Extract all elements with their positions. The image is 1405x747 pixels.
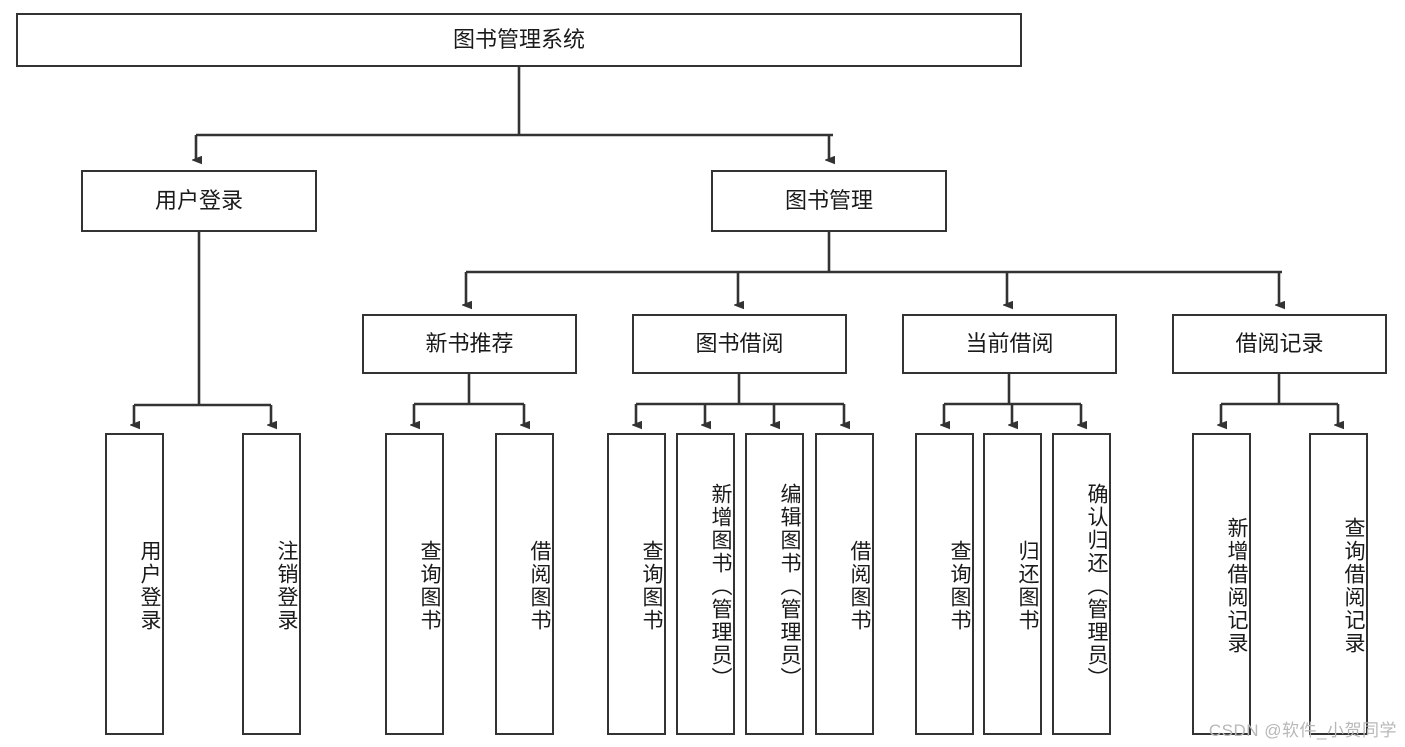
node-label: 借阅图书 bbox=[848, 540, 871, 632]
leaf-recommend-query-book[interactable]: 查询图书 bbox=[385, 433, 444, 735]
node-label: 新增图书（管理员） bbox=[709, 482, 732, 690]
node-label: 新书推荐 bbox=[425, 330, 514, 356]
leaf-borrow-query-book[interactable]: 查询图书 bbox=[607, 433, 666, 735]
node-label: 新增借阅记录 bbox=[1225, 517, 1248, 655]
leaf-borrow-edit-book-admin[interactable]: 编辑图书（管理员） bbox=[745, 433, 804, 735]
node-user-login[interactable]: 用户登录 bbox=[81, 170, 317, 232]
node-book-borrow[interactable]: 图书借阅 bbox=[632, 314, 847, 374]
leaf-borrow-borrow-book[interactable]: 借阅图书 bbox=[815, 433, 874, 735]
leaf-record-query-record[interactable]: 查询借阅记录 bbox=[1309, 433, 1368, 735]
leaf-recommend-borrow-book[interactable]: 借阅图书 bbox=[495, 433, 554, 735]
leaf-borrow-add-book-admin[interactable]: 新增图书（管理员） bbox=[676, 433, 735, 735]
node-label: 确认归还（管理员） bbox=[1085, 482, 1108, 690]
node-label: 图书借阅 bbox=[695, 330, 784, 356]
node-label: 借阅记录 bbox=[1235, 330, 1324, 356]
leaf-current-confirm-return-admin[interactable]: 确认归还（管理员） bbox=[1052, 433, 1111, 735]
leaf-user-login-signin[interactable]: 用户登录 bbox=[105, 433, 164, 735]
node-label: 图书管理系统 bbox=[452, 26, 585, 52]
node-label: 查询图书 bbox=[418, 540, 441, 632]
leaf-record-add-record[interactable]: 新增借阅记录 bbox=[1192, 433, 1251, 735]
node-label: 用户登录 bbox=[138, 540, 161, 632]
node-borrow-record[interactable]: 借阅记录 bbox=[1172, 314, 1387, 374]
node-current-borrow[interactable]: 当前借阅 bbox=[902, 314, 1117, 374]
node-label: 查询图书 bbox=[640, 540, 663, 632]
node-label: 查询借阅记录 bbox=[1342, 517, 1365, 655]
leaf-user-login-signout[interactable]: 注销登录 bbox=[242, 433, 301, 735]
node-label: 注销登录 bbox=[275, 540, 298, 632]
node-label: 编辑图书（管理员） bbox=[778, 482, 801, 690]
node-book-management[interactable]: 图书管理 bbox=[711, 170, 947, 232]
node-label: 用户登录 bbox=[154, 187, 243, 213]
node-label: 当前借阅 bbox=[965, 330, 1054, 356]
leaf-current-query-book[interactable]: 查询图书 bbox=[915, 433, 974, 735]
leaf-current-return-book[interactable]: 归还图书 bbox=[983, 433, 1042, 735]
node-root-system[interactable]: 图书管理系统 bbox=[16, 13, 1022, 67]
node-new-book-recommend[interactable]: 新书推荐 bbox=[362, 314, 577, 374]
node-label: 图书管理 bbox=[784, 187, 873, 213]
node-label: 查询图书 bbox=[948, 540, 971, 632]
watermark: CSDN @软件_小贺同学 bbox=[1208, 721, 1397, 740]
node-label: 借阅图书 bbox=[528, 540, 551, 632]
node-label: 归还图书 bbox=[1016, 540, 1039, 632]
